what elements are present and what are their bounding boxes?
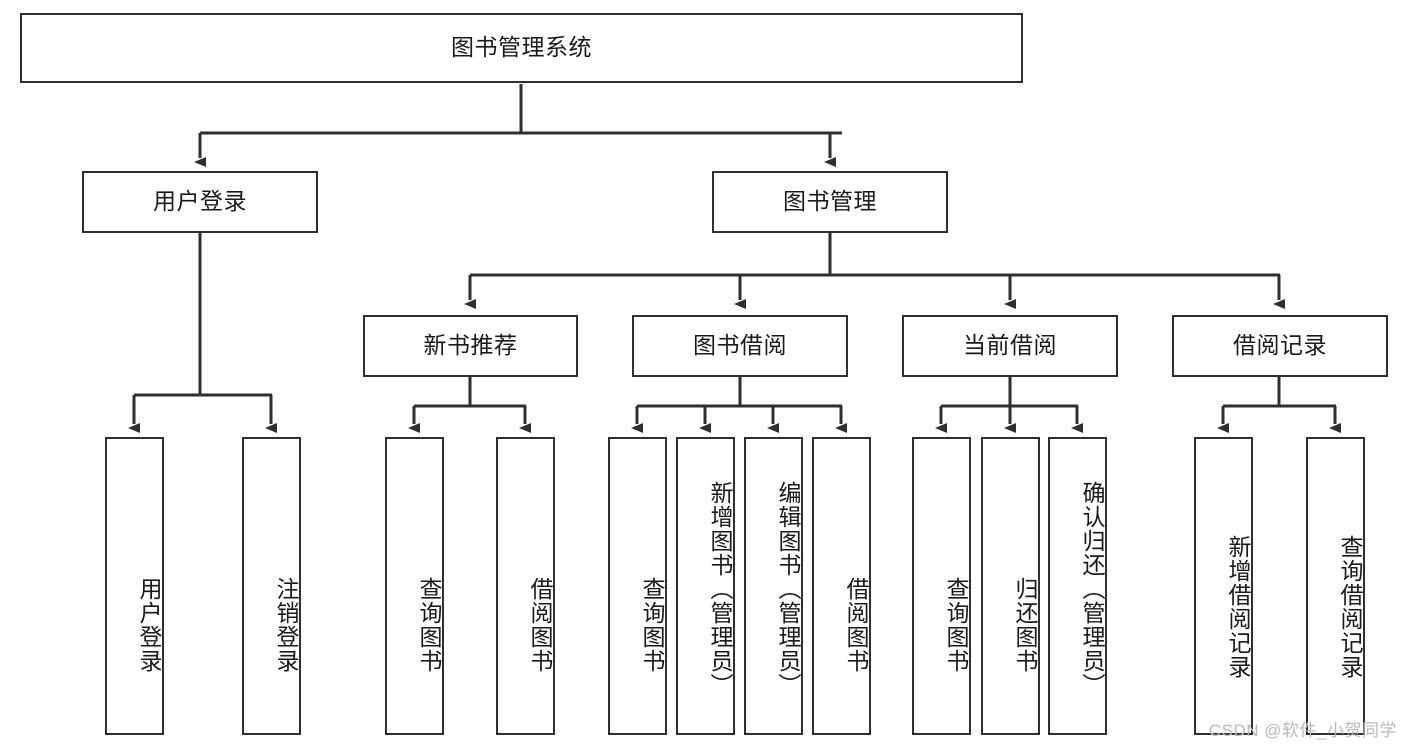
leaf-query-book-current[interactable]: 查询图书 [912, 437, 971, 735]
node-label: 借阅图书 [843, 577, 869, 673]
node-label: 查询图书 [943, 577, 969, 673]
leaf-return-book[interactable]: 归还图书 [981, 437, 1040, 735]
leaf-borrow-book[interactable]: 借阅图书 [812, 437, 871, 735]
leaf-query-book-recommend[interactable]: 查询图书 [385, 437, 444, 735]
node-label: 新增借阅记录 [1225, 535, 1251, 679]
node-label: 查询图书 [416, 577, 442, 673]
node-label: 编辑图书（管理员） [775, 481, 801, 697]
node-label: 确认归还（管理员） [1079, 481, 1105, 697]
node-label: 借阅图书 [527, 577, 553, 673]
leaf-query-borrow-record[interactable]: 查询借阅记录 [1306, 437, 1365, 735]
leaf-add-borrow-record[interactable]: 新增借阅记录 [1194, 437, 1253, 735]
node-label: 新书推荐 [423, 332, 518, 359]
node-label: 用户登录 [153, 188, 247, 215]
leaf-user-login[interactable]: 用户登录 [105, 437, 164, 735]
node-book-borrow[interactable]: 图书借阅 [632, 315, 848, 377]
node-label: 图书借阅 [693, 332, 787, 359]
node-user-login[interactable]: 用户登录 [82, 171, 318, 233]
node-label: 查询图书 [639, 577, 665, 673]
node-book-management[interactable]: 图书管理 [712, 171, 948, 233]
node-label: 图书管理 [783, 188, 877, 215]
leaf-logout[interactable]: 注销登录 [242, 437, 301, 735]
node-label: 新增图书（管理员） [707, 481, 733, 697]
node-label: 用户登录 [136, 577, 162, 673]
node-label: 借阅记录 [1233, 332, 1327, 359]
node-root-book-management-system[interactable]: 图书管理系统 [20, 13, 1023, 83]
node-label: 当前借阅 [963, 332, 1057, 359]
node-label: 图书管理系统 [451, 34, 592, 61]
leaf-confirm-return-admin[interactable]: 确认归还（管理员） [1048, 437, 1107, 735]
leaf-borrow-book-recommend[interactable]: 借阅图书 [496, 437, 555, 735]
node-new-book-recommend[interactable]: 新书推荐 [363, 315, 578, 377]
csdn-watermark: CSDN @软件_小贺同学 [1208, 721, 1397, 740]
node-current-borrow[interactable]: 当前借阅 [902, 315, 1118, 377]
node-borrow-record[interactable]: 借阅记录 [1172, 315, 1388, 377]
node-label: 归还图书 [1012, 577, 1038, 673]
node-label: 注销登录 [273, 577, 299, 673]
leaf-add-book-admin[interactable]: 新增图书（管理员） [676, 437, 735, 735]
node-label: 查询借阅记录 [1337, 535, 1363, 679]
leaf-edit-book-admin[interactable]: 编辑图书（管理员） [744, 437, 803, 735]
leaf-query-book-borrow[interactable]: 查询图书 [608, 437, 667, 735]
